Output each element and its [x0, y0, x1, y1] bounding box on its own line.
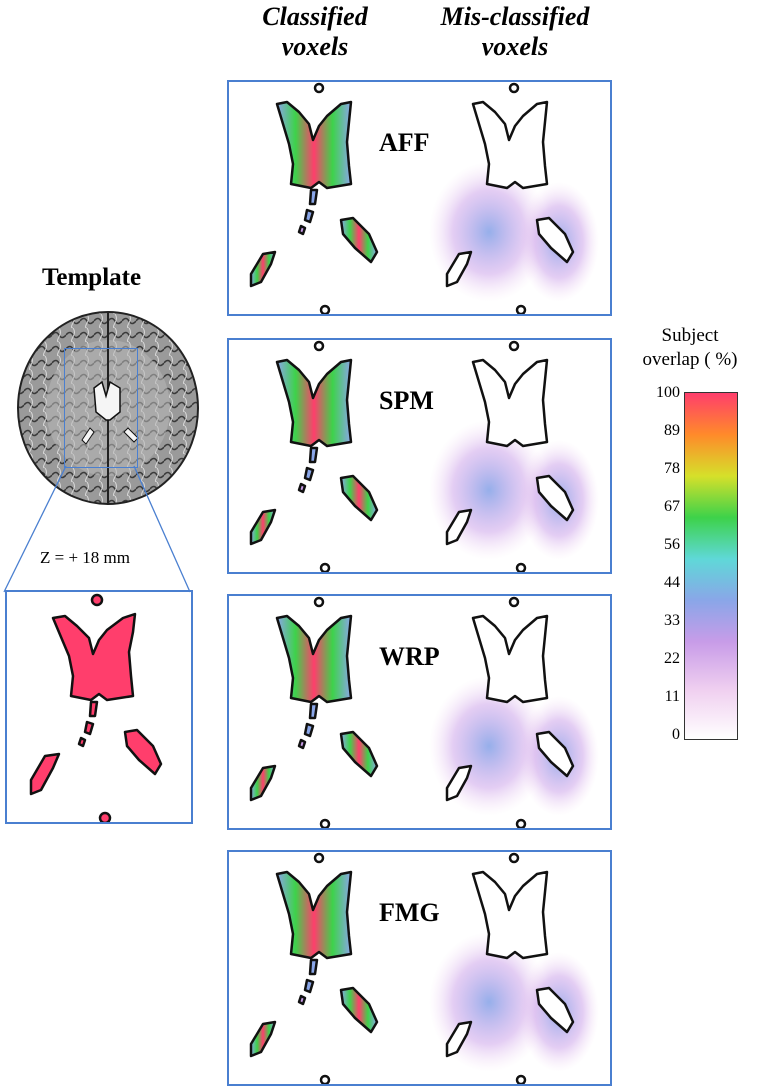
- colorbar-title: Subject overlap ( %): [630, 324, 750, 372]
- method-label-wrp: WRP: [379, 642, 440, 671]
- colorbar-tick-44: 44: [664, 574, 680, 591]
- colorbar-tick-67: 67: [664, 498, 680, 515]
- template-title: Template: [42, 264, 142, 291]
- template-zoomed-panel: [5, 590, 193, 825]
- colorbar-ticks: 100 89 78 67 56 44 33 22 11 0: [636, 384, 680, 744]
- column-header-classified: Classified voxels: [215, 2, 415, 62]
- colorbar-tick-56: 56: [664, 536, 680, 553]
- template-brain-image: [17, 311, 199, 505]
- colorbar-title-line2: overlap ( %): [642, 349, 738, 370]
- method-panel-wrp-image: [249, 596, 601, 828]
- column-header-misclassified-line2: voxels: [481, 32, 549, 61]
- column-header-misclassified-line1: Mis-classified: [440, 2, 590, 31]
- method-panel-fmg: FMG: [227, 850, 612, 1086]
- colorbar-tick-33: 33: [664, 612, 680, 629]
- method-label-spm: SPM: [379, 386, 434, 415]
- column-header-classified-line1: Classified: [262, 2, 368, 31]
- colorbar-tick-0: 0: [672, 726, 680, 743]
- colorbar: [684, 392, 738, 740]
- method-label-fmg: FMG: [379, 898, 440, 927]
- zoom-connector-lines: [3, 465, 191, 593]
- colorbar-tick-78: 78: [664, 460, 680, 477]
- colorbar-title-line1: Subject: [661, 325, 719, 346]
- method-panel-spm-image: [249, 340, 601, 572]
- colorbar-tick-89: 89: [664, 422, 680, 439]
- method-panel-spm: SPM: [227, 338, 612, 574]
- column-header-classified-line2: voxels: [281, 32, 349, 61]
- method-panel-fmg-image: [249, 852, 601, 1084]
- method-panel-aff-image: [249, 82, 601, 314]
- template-zoom-box: [64, 348, 138, 468]
- template-z-label: Z = + 18 mm: [40, 548, 131, 567]
- method-panel-wrp: WRP: [227, 594, 612, 830]
- column-header-misclassified: Mis-classified voxels: [415, 2, 615, 62]
- method-label-aff: AFF: [379, 128, 430, 157]
- template-zoomed-image: [29, 593, 163, 825]
- colorbar-tick-11: 11: [664, 688, 680, 705]
- colorbar-tick-22: 22: [664, 650, 680, 667]
- method-panel-aff: AFF: [227, 80, 612, 316]
- colorbar-tick-100: 100: [656, 384, 680, 401]
